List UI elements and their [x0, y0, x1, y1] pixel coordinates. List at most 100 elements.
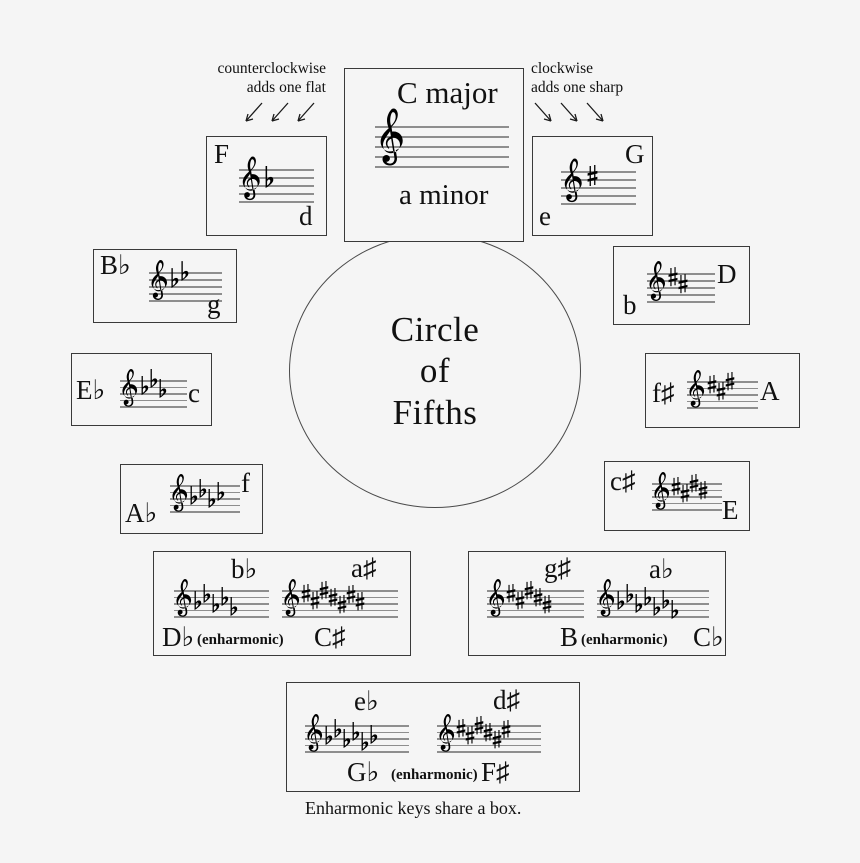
key-minor-label-eb: c — [188, 378, 200, 408]
staff-ab — [170, 473, 240, 513]
key-minor-label-ab: f — [241, 468, 250, 498]
key-major-label-e: E — [722, 495, 739, 525]
flat-accidental-icon — [170, 268, 179, 288]
flat-accidental-icon — [202, 584, 211, 603]
enh-minor-label-ds: d♯ — [493, 685, 520, 715]
staff-c — [375, 108, 509, 168]
flat-accidental-icon — [264, 166, 274, 188]
key-box-a[interactable]: A f♯ — [645, 353, 800, 428]
sharp-accidental-icon — [355, 592, 365, 613]
enh-minor-label-eb: e♭ — [354, 686, 379, 716]
flat-accidental-icon — [369, 725, 378, 744]
key-box-f[interactable]: F d — [206, 136, 327, 236]
key-major-label-c: C major — [397, 75, 498, 110]
key-major-label-g: G — [625, 139, 645, 169]
sharp-accidental-icon — [301, 584, 311, 605]
enh-minor-label-as: a♯ — [351, 553, 377, 583]
staff-e — [652, 471, 722, 511]
flat-accidental-icon — [661, 590, 670, 609]
sharp-accidental-icon — [474, 716, 484, 737]
sharp-accidental-icon — [668, 267, 678, 289]
staff-cb — [597, 578, 709, 619]
enharmonic-word: (enharmonic) — [197, 632, 284, 648]
staff-bb — [149, 260, 222, 302]
treble-clef-icon — [120, 368, 140, 421]
flat-accidental-icon — [333, 719, 342, 738]
flat-accidental-icon — [324, 726, 333, 745]
flat-accidental-icon — [625, 584, 634, 603]
flat-accidental-icon — [670, 600, 679, 619]
enharmonic-box-db-cs[interactable]: b♭ a♯ — [153, 551, 411, 656]
sharp-accidental-icon — [506, 584, 516, 605]
treble-clef-icon — [240, 155, 263, 217]
sharp-accidental-icon — [542, 595, 552, 616]
counterclockwise-annotation: counterclockwise adds one flat — [217, 60, 326, 96]
treble-clef-icon — [149, 259, 170, 315]
enh-major-label-fs: F♯ — [481, 757, 510, 787]
flat-accidental-icon — [140, 376, 149, 395]
treble-clef-icon — [597, 578, 617, 631]
enh-major-label-cb: C♭ — [693, 622, 724, 652]
enharmonic-box-gb-fs[interactable]: e♭ d♯ — [286, 682, 580, 792]
enharmonic-box-b-cb[interactable]: g♯ a♭ — [468, 551, 726, 656]
sharp-accidental-icon — [716, 382, 726, 403]
flat-accidental-icon — [643, 587, 652, 606]
sharp-accidental-icon — [465, 726, 475, 747]
flat-accidental-icon — [198, 479, 207, 498]
flat-accidental-icon — [189, 486, 198, 505]
sharp-accidental-icon — [707, 375, 717, 396]
staff-eb — [120, 368, 187, 408]
sharp-accidental-icon — [337, 595, 347, 616]
sharp-accidental-icon — [689, 474, 699, 495]
enh-major-label-cs: C♯ — [314, 622, 346, 652]
key-box-bb[interactable]: B♭ g — [93, 249, 237, 323]
treble-clef-icon — [282, 578, 302, 631]
sharp-accidental-icon — [671, 477, 681, 498]
key-box-d[interactable]: D b — [613, 246, 750, 325]
staff-f — [239, 156, 314, 203]
treble-clef-icon — [487, 578, 507, 631]
key-box-g[interactable]: G e — [532, 136, 653, 236]
sharp-accidental-icon — [501, 720, 511, 741]
treble-clef-icon — [647, 260, 668, 316]
circle-title-line-1: Circle — [390, 310, 480, 350]
flat-accidental-icon — [360, 732, 369, 751]
sharp-accidental-icon — [698, 481, 708, 502]
treble-clef-icon — [170, 473, 190, 526]
center-circle: Circle of Fifths — [289, 234, 581, 508]
key-minor-label-g: e — [539, 201, 551, 231]
flat-accidental-icon — [180, 261, 189, 281]
key-major-label-d: D — [717, 259, 737, 289]
key-minor-label-c: a minor — [399, 179, 489, 211]
sharp-accidental-icon — [328, 588, 338, 609]
key-box-ab[interactable]: A♭ f — [120, 464, 263, 534]
sharp-accidental-icon — [492, 730, 502, 751]
flat-accidental-icon — [207, 489, 216, 508]
enh-minor-label-ab2: a♭ — [649, 554, 674, 584]
staff-g — [561, 158, 636, 205]
staff-gb — [305, 713, 409, 753]
enharmonic-word: (enharmonic) — [581, 632, 668, 648]
sharp-accidental-icon — [587, 165, 598, 189]
circle-title-line-3: Fifths — [392, 392, 478, 432]
flat-accidental-icon — [616, 591, 625, 610]
key-major-label-ab: A♭ — [125, 498, 158, 528]
key-box-eb[interactable]: E♭ c — [71, 353, 212, 426]
key-box-c[interactable]: C major a minor — [344, 68, 524, 242]
sharp-accidental-icon — [346, 585, 356, 606]
key-major-label-f: F — [214, 139, 230, 169]
flat-accidental-icon — [216, 482, 225, 501]
key-minor-label-f: d — [299, 201, 313, 231]
key-major-label-bb: B♭ — [100, 250, 131, 280]
sharp-accidental-icon — [310, 591, 320, 612]
staff-cs — [282, 578, 398, 618]
enh-minor-label-bb: b♭ — [231, 554, 258, 584]
enh-major-label-b: B — [560, 622, 579, 652]
flat-accidental-icon — [342, 729, 351, 748]
enharmonic-word: (enharmonic) — [391, 767, 478, 783]
treble-clef-icon — [437, 713, 457, 766]
sharp-accidental-icon — [319, 581, 329, 602]
enh-major-label-gb: G♭ — [347, 757, 380, 787]
flat-accidental-icon — [211, 594, 220, 613]
key-box-e[interactable]: E c♯ — [604, 461, 750, 531]
